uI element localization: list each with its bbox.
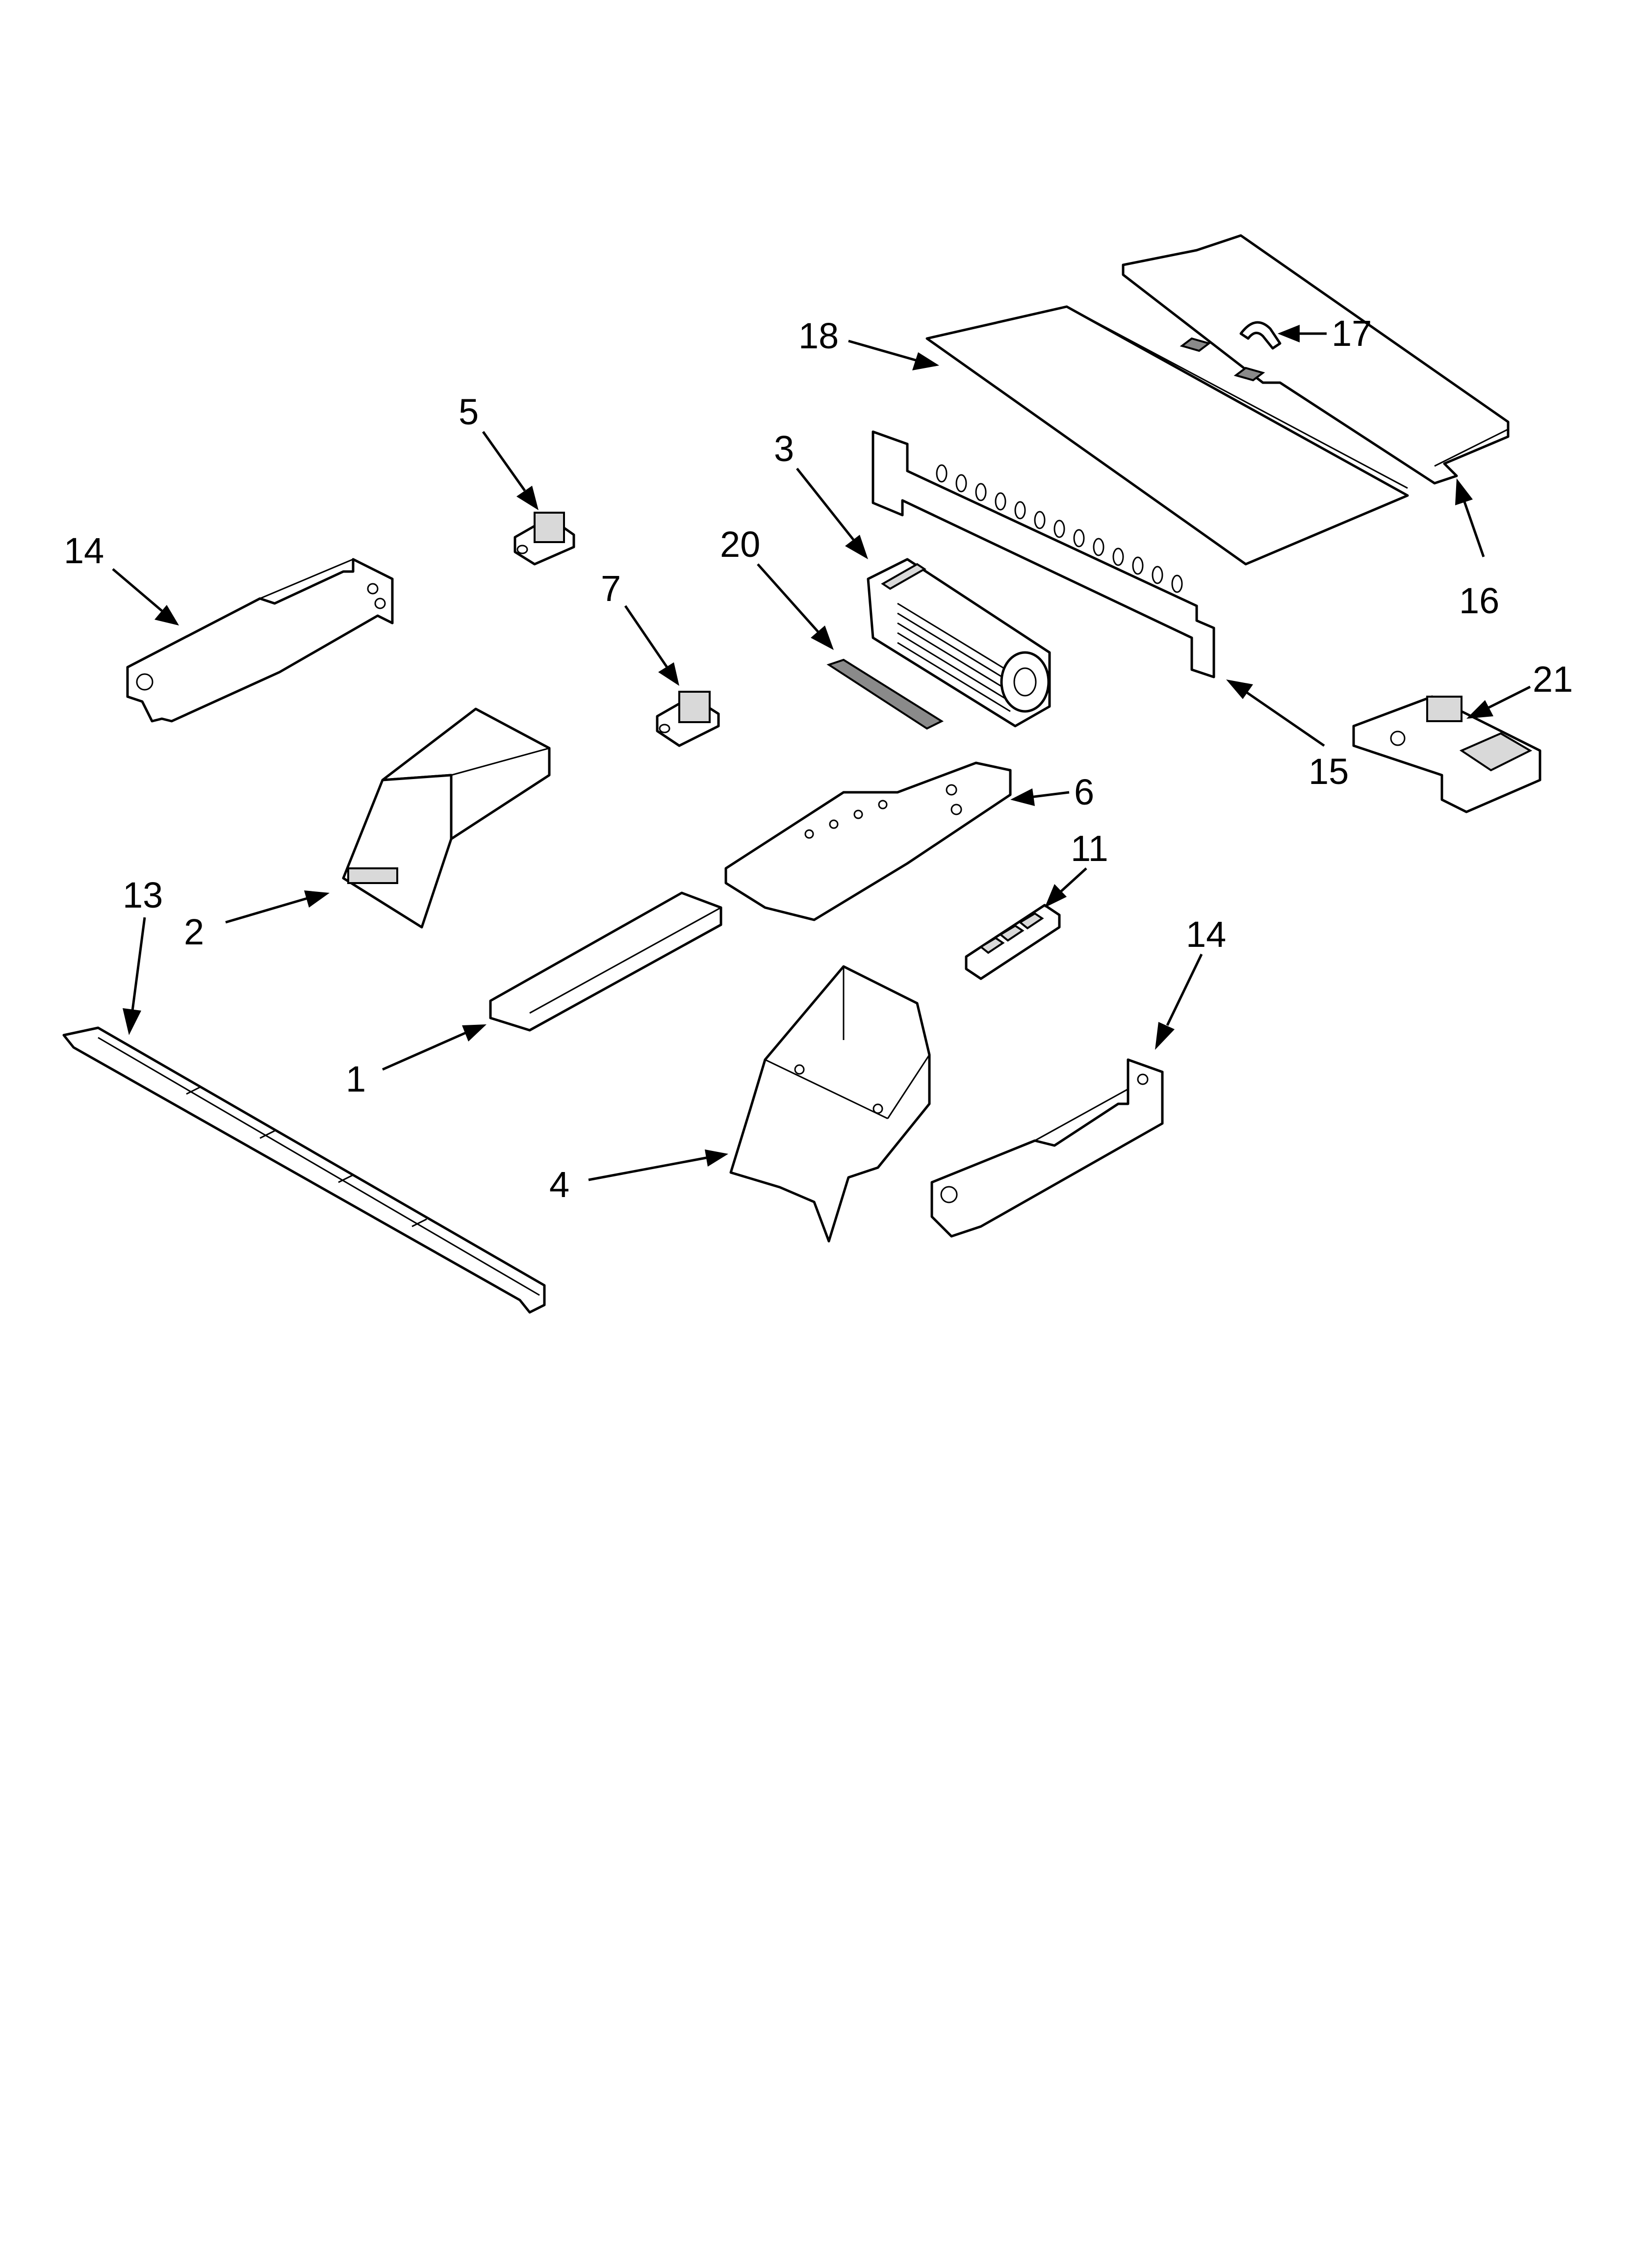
callout-label-11: 11 [1071, 828, 1108, 869]
part-1-channel [489, 891, 722, 1032]
part-2-duct [342, 707, 551, 929]
callout-label-14-left: 14 [64, 530, 104, 571]
part-20-strip [826, 658, 944, 730]
callout-label-5: 5 [459, 391, 479, 432]
callout-3: 3 [774, 428, 868, 559]
part-14-left-bracket [126, 558, 394, 723]
part-15-perforated-bracket [872, 430, 1215, 678]
callout-label-2: 2 [184, 912, 204, 952]
part-14-right-bracket [930, 1058, 1164, 1238]
callout-16: 16 [1455, 478, 1499, 621]
callout-4: 4 [549, 1149, 728, 1205]
part-16-top-panel [1122, 234, 1510, 485]
callout-label-18: 18 [798, 315, 839, 356]
part-15-slots [936, 464, 1183, 593]
callout-18: 18 [798, 315, 939, 370]
callout-15: 15 [1226, 679, 1349, 792]
callout-label-13: 13 [123, 875, 163, 915]
part-3-fan-fins [897, 602, 1011, 712]
callout-label-4: 4 [549, 1164, 569, 1205]
part-18-baffle-plate [925, 305, 1409, 566]
part-17-clip [1239, 321, 1282, 350]
callout-label-16: 16 [1459, 580, 1499, 621]
part-21-sensor-bracket [1352, 695, 1541, 813]
callout-11: 11 [1045, 828, 1108, 908]
callout-label-15: 15 [1308, 751, 1349, 792]
callout-14-right: 14 [1155, 914, 1226, 1050]
callout-20: 20 [720, 524, 834, 650]
callout-label-7: 7 [601, 568, 621, 609]
callout-14-left: 14 [64, 530, 179, 626]
callout-label-6: 6 [1074, 772, 1094, 812]
callout-label-3: 3 [774, 428, 794, 469]
callout-label-20: 20 [720, 524, 760, 565]
callout-6: 6 [1010, 772, 1094, 812]
callout-label-17: 17 [1332, 313, 1372, 354]
callout-label-1: 1 [346, 1059, 366, 1099]
part-3-blower-fan [867, 558, 1051, 728]
part-6-holes [804, 784, 962, 839]
part-4-deflector [729, 965, 931, 1243]
callout-label-14-right: 14 [1186, 914, 1226, 955]
part-7-transformer [656, 691, 720, 747]
part-13-clips [186, 1086, 427, 1227]
callout-2: 2 [184, 890, 330, 952]
callout-17: 17 [1278, 313, 1372, 354]
callout-1: 1 [346, 1024, 487, 1099]
part-6-mounting-plate [724, 761, 1012, 921]
part-13-trim [62, 1026, 546, 1314]
part-5-transformer [513, 512, 575, 566]
callout-13: 13 [123, 875, 163, 1035]
part-11-terminal-block [965, 904, 1061, 980]
callout-21: 21 [1466, 659, 1573, 719]
callout-label-21: 21 [1533, 659, 1573, 700]
callout-5: 5 [459, 391, 539, 510]
callout-7: 7 [601, 568, 679, 686]
